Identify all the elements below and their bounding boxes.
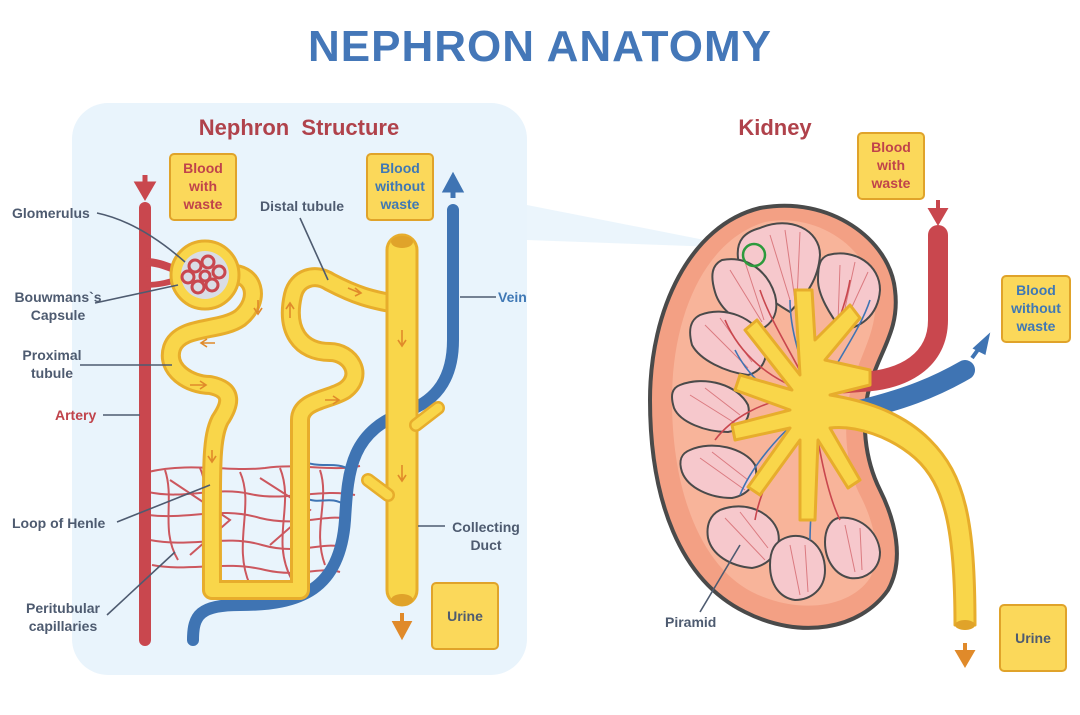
- label-distal-tubule: Distal tubule: [260, 198, 344, 214]
- ureter-end: [955, 620, 975, 630]
- flow-arrows: [190, 287, 407, 483]
- ureter-arrow-icon: [954, 643, 976, 668]
- svg-text:waste: waste: [183, 196, 223, 212]
- nephron-location-marker: [741, 242, 767, 268]
- svg-text:Blood: Blood: [380, 160, 420, 176]
- nephron-panel-title: Nephron Structure: [199, 115, 399, 140]
- pyramid: [823, 516, 882, 580]
- svg-text:waste: waste: [871, 175, 911, 191]
- label-collecting-duct-2: Duct: [470, 537, 501, 553]
- svg-text:Blood: Blood: [183, 160, 223, 176]
- svg-text:with: with: [876, 157, 905, 173]
- label-collecting-duct: Collecting: [452, 519, 520, 535]
- renal-pelvis: [730, 288, 977, 627]
- label-bowmans-capsule-2: Capsule: [31, 307, 86, 323]
- glomerulus: [180, 254, 227, 295]
- zoom-connector: [527, 205, 745, 248]
- label-bowmans-capsule: Bouwmans`s: [14, 289, 101, 305]
- svg-text:Blood: Blood: [1016, 282, 1056, 298]
- label-artery: Artery: [55, 407, 96, 423]
- label-glomerulus: Glomerulus: [12, 205, 90, 221]
- nephron-box-blood-with-waste: Blood with waste: [169, 153, 237, 221]
- page-title: NEPHRON ANATOMY: [308, 22, 772, 71]
- label-peritubular-capillaries-2: capillaries: [29, 618, 98, 634]
- pyramid: [768, 534, 827, 602]
- kidney-panel-title: Kidney: [738, 115, 812, 140]
- label-proximal-tubule-2: tubule: [31, 365, 73, 381]
- kidney-box-urine: Urine: [999, 604, 1067, 672]
- svg-text:Blood: Blood: [871, 139, 911, 155]
- renal-vein-arrow-icon: [970, 332, 991, 360]
- kidney-box-blood-with-waste: Blood with waste: [857, 132, 925, 200]
- label-proximal-tubule: Proximal: [22, 347, 81, 363]
- urine-out-arrow-icon: [391, 613, 413, 641]
- nephron-box-blood-without-waste: Blood without waste: [366, 153, 434, 221]
- nephron-tubule: [160, 263, 412, 600]
- svg-text:waste: waste: [380, 196, 420, 212]
- svg-text:without: without: [374, 178, 425, 194]
- collecting-duct: [361, 233, 445, 607]
- label-piramid: Piramid: [665, 614, 716, 630]
- svg-text:Urine: Urine: [447, 608, 483, 624]
- svg-text:with: with: [188, 178, 217, 194]
- vein-vessel: [187, 204, 459, 646]
- label-peritubular-capillaries: Peritubular: [26, 600, 100, 616]
- svg-text:waste: waste: [1016, 318, 1056, 334]
- label-vein: Vein: [498, 289, 527, 305]
- kidney-box-blood-without-waste: Blood without waste: [1001, 275, 1071, 343]
- svg-text:Urine: Urine: [1015, 630, 1051, 646]
- nephron-box-urine: Urine: [431, 582, 499, 650]
- blood-out-arrow-icon: [441, 171, 465, 198]
- renal-artery-arrow-icon: [927, 200, 949, 226]
- blood-in-arrow-icon: [133, 175, 157, 201]
- label-loop-of-henle: Loop of Henle: [12, 515, 106, 531]
- svg-text:without: without: [1010, 300, 1061, 316]
